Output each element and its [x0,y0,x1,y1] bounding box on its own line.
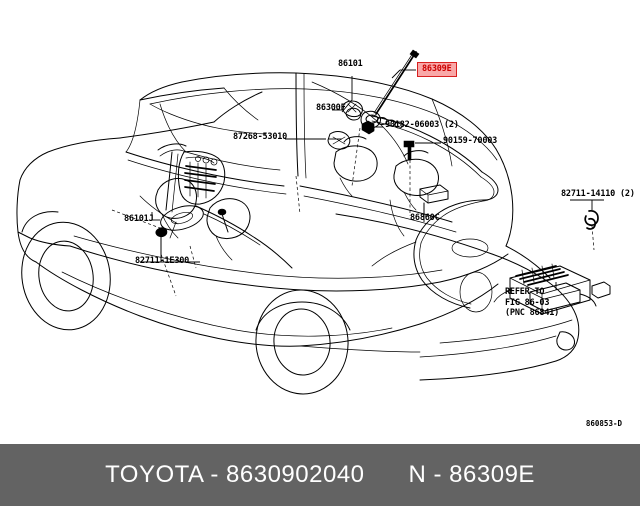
refer-to-line-3: (PNC 86841) [505,308,560,319]
callout-90159-70003: 90159-70003 [443,136,498,146]
footer-part-numbers: TOYOTA - 8630902040 N - 86309E [105,461,535,489]
footer-alternate-part-number: N - 86309E [408,461,535,488]
callout-90182-06003: 90182-06003 (2) [385,120,459,130]
footer-bar: TOYOTA - 8630902040 N - 86309E [0,444,640,506]
highlighted-part-86309e: 86309E [417,62,457,77]
module-86860c [419,184,449,217]
callout-86101j: 86101J [124,214,154,224]
antenna-feeder-cable [371,115,499,309]
car-body-outline [16,72,580,381]
diagram-canvas: 86101 86300F 87268-53010 90182-06003 (2)… [16,49,635,428]
callout-86860c: 86860C [410,213,440,223]
footer-brand-part-number: TOYOTA - 8630902040 [105,461,365,488]
callout-leader-lines [140,69,604,290]
fasteners [155,120,599,255]
interior-cutaway [125,72,493,313]
callout-86101: 86101 [338,59,363,69]
wheels [21,211,351,395]
callout-86300f: 86300F [316,103,346,113]
rear-amplifier-unit [493,263,611,315]
callout-87268-53010: 87268-53010 [233,132,288,142]
refer-to-line-2: FIG 86-03 [505,297,550,308]
locator-dashed-lines [111,127,595,297]
refer-to-note: REFER TO FIG 86-03 (PNC 86841) [505,287,559,319]
refer-to-line-1: REFER TO [505,287,545,297]
callout-82711-14110: 82711-14110 (2) [561,189,635,199]
front-seats-console [139,177,293,269]
dash-center-stack [157,143,226,213]
figure-id-code: 860853-D [585,419,622,428]
car-line-drawing [16,49,611,395]
callout-82711-1e300: 82711-1E300 [135,256,190,266]
